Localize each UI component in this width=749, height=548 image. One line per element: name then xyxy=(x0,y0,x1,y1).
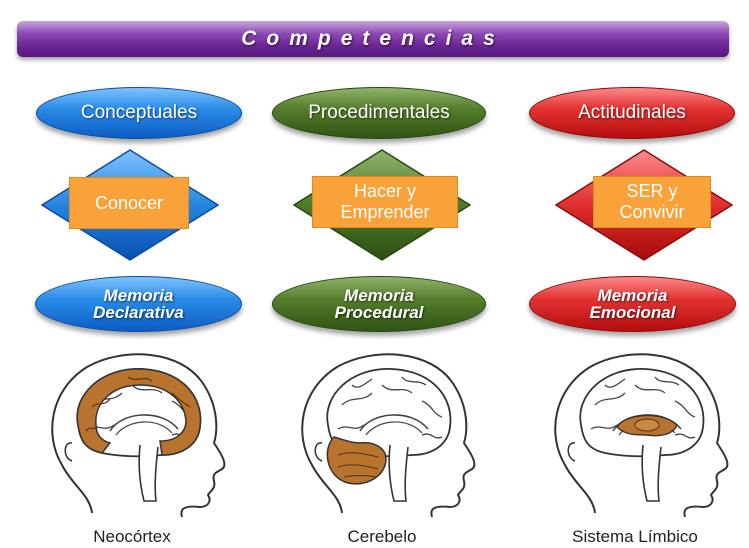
cerebellum-brain-icon xyxy=(301,353,476,518)
neocortex-caption: Neocórtex xyxy=(93,527,171,546)
memoria-label-1: Memoria xyxy=(103,286,174,305)
ser-convivir-box: SER y Convivir xyxy=(593,176,711,228)
actitudinales-label: Actitudinales xyxy=(578,102,686,123)
memoria-procedural-oval: Memoria Procedural xyxy=(272,276,486,332)
convivir-label: Convivir xyxy=(619,202,685,222)
ser-label: SER y xyxy=(626,181,678,201)
banner-title: Competencias xyxy=(241,27,505,50)
cerebelo-caption: Cerebelo xyxy=(347,527,417,546)
memoria-label-2: Memoria xyxy=(344,286,414,305)
emocional-label: Emocional xyxy=(589,303,676,322)
neocortex-brain-icon xyxy=(51,353,226,518)
conocer-label: Conocer xyxy=(94,192,164,213)
conocer-box: Conocer xyxy=(69,177,189,229)
procedimentales-oval: Procedimentales xyxy=(272,87,486,139)
conceptuales-oval: Conceptuales xyxy=(36,87,242,139)
hacer-emprender-box: Hacer y Emprender xyxy=(312,176,458,228)
memoria-declarativa-oval: Memoria Declarativa xyxy=(35,276,242,332)
competencias-banner: Competencias xyxy=(17,21,729,57)
limbic-system-brain-icon xyxy=(554,353,729,518)
procedimentales-label: Procedimentales xyxy=(308,102,450,123)
procedural-label: Procedural xyxy=(334,303,424,322)
hacer-label: Hacer y xyxy=(353,181,416,201)
conceptuales-label: Conceptuales xyxy=(80,102,198,123)
actitudinales-oval: Actitudinales xyxy=(529,87,735,139)
sistema-limbico-caption: Sistema Límbico xyxy=(572,527,698,546)
memoria-emocional-oval: Memoria Emocional xyxy=(529,276,736,332)
memoria-label-3: Memoria xyxy=(597,286,668,305)
declarativa-label: Declarativa xyxy=(93,303,184,322)
emprender-label: Emprender xyxy=(340,202,430,222)
